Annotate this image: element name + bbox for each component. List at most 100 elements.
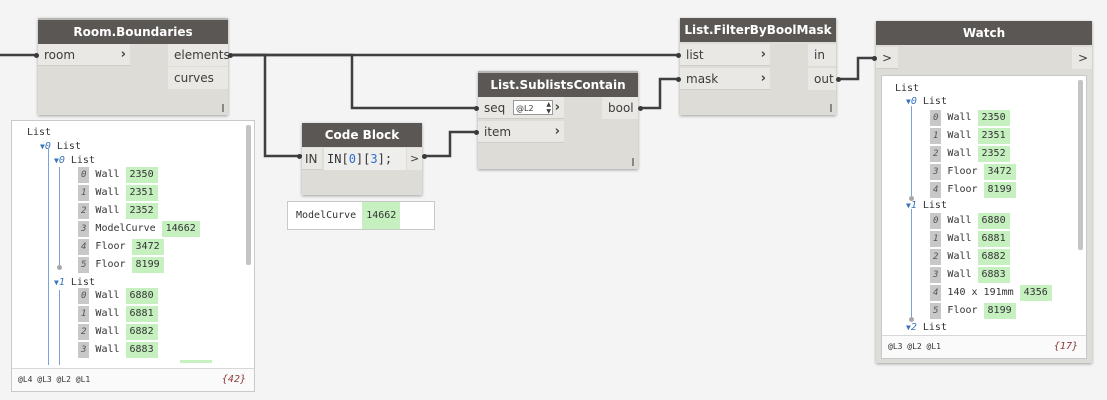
collapse-icon: ▼ [54,278,59,287]
output-port-elements[interactable]: elements [168,44,230,66]
list-label: List [70,277,95,288]
port-dot [474,130,479,135]
input-port-list[interactable]: list › [680,44,770,66]
port-label: seq [484,101,506,115]
port-label: > [1078,51,1089,65]
room-boundaries-node[interactable]: Room.Boundaries room › elements curves [38,18,230,115]
list-label: List [922,322,947,332]
input-port-seq[interactable]: seq @L2 ▲▼ › [478,97,564,119]
chevron-right-icon: › [554,100,560,115]
list-level-footer: @L4 @L3 @L2 @L1 {42} [12,368,254,391]
list-toggle[interactable]: ▼0 List [40,139,81,155]
list-label: List [922,200,947,211]
collapse-icon: ▼ [906,97,911,106]
port-label: > [882,51,893,65]
list-level-footer: @L3 @L2 @L1 {17} [882,335,1086,358]
port-label: > [410,152,420,165]
filter-by-bool-mask-node[interactable]: List.FilterByBoolMask list › mask › in o… [680,18,836,115]
node-title: List.FilterByBoolMask [680,18,836,42]
wire-bool-to-mask [640,77,680,110]
resize-grip[interactable] [830,104,832,112]
list-toggle[interactable]: ▼2 List [906,320,947,332]
node-title: Watch [876,21,1092,45]
list-toggle[interactable]: ▼1 List [54,275,95,291]
code-editor[interactable]: IN[0][3]; [324,148,406,170]
scrollbar[interactable] [246,125,251,265]
preview-type: ModelCurve [296,210,357,221]
code-index: 3 [370,152,378,166]
code-text: ]; [377,152,393,166]
list-label: List [70,155,95,166]
resize-grip[interactable] [222,104,224,112]
port-label: mask [686,72,719,86]
port-dot [676,53,681,58]
chevron-right-icon: › [120,47,126,62]
code-block-node[interactable]: Code Block IN IN[0][3]; > [302,123,422,195]
resize-grip[interactable] [632,158,634,166]
port-label: elements [174,48,230,62]
output-port-code[interactable]: > [407,148,422,170]
list-toggle[interactable]: ▼0 List [54,153,95,169]
list-root: List [895,83,920,94]
tree-guide [911,209,912,319]
input-port-mask[interactable]: mask › [680,68,770,90]
tree-guide-end [57,265,62,270]
input-port-watch[interactable]: > [876,47,898,69]
tree-guide-end [909,196,914,201]
port-dot [836,77,841,82]
lacing-dropdown[interactable]: @L2 ▲▼ [513,100,553,115]
output-port-bool[interactable]: bool [602,97,638,119]
list-levels: @L3 @L2 @L1 [888,342,941,351]
item-count: {17} [1053,341,1078,352]
output-port-curves[interactable]: curves [168,67,228,89]
port-dot [34,53,39,58]
code-index: 0 [348,152,356,166]
node-title: Room.Boundaries [38,18,228,44]
stepper-icon: ▲▼ [546,101,551,115]
output-port-in[interactable]: in [808,44,836,66]
tree-guide-end [909,317,914,322]
input-port-in[interactable]: IN [302,148,322,170]
input-port-item[interactable]: item › [478,121,564,143]
node-title: List.SublistsContain [478,71,638,97]
output-port-watch[interactable]: > [1072,47,1092,69]
port-label: in [814,48,825,62]
port-label: curves [174,71,214,85]
output-port-out[interactable]: out [808,68,836,90]
sublists-contain-node[interactable]: List.SublistsContain seq @L2 ▲▼ › item ›… [478,71,638,169]
scrollbar[interactable] [1078,80,1083,250]
list-levels: @L4 @L3 @L2 @L1 [18,375,91,384]
port-label: list [686,48,704,62]
port-dot [676,77,681,82]
port-dot [638,106,643,111]
list-toggle[interactable]: ▼0 List [906,94,947,110]
tree-guide [911,106,912,196]
list-toggle[interactable]: ▼1 List [906,198,947,214]
code-text: IN[ [327,152,349,166]
port-label: out [814,72,834,86]
list-index-label: 2 [910,322,917,332]
wire-out-to-watch [838,56,876,81]
port-dot [474,106,479,111]
port-dot [872,56,877,61]
collapse-icon: ▼ [906,201,911,210]
input-port-room[interactable]: room › [38,44,130,66]
port-label: item [484,125,512,139]
